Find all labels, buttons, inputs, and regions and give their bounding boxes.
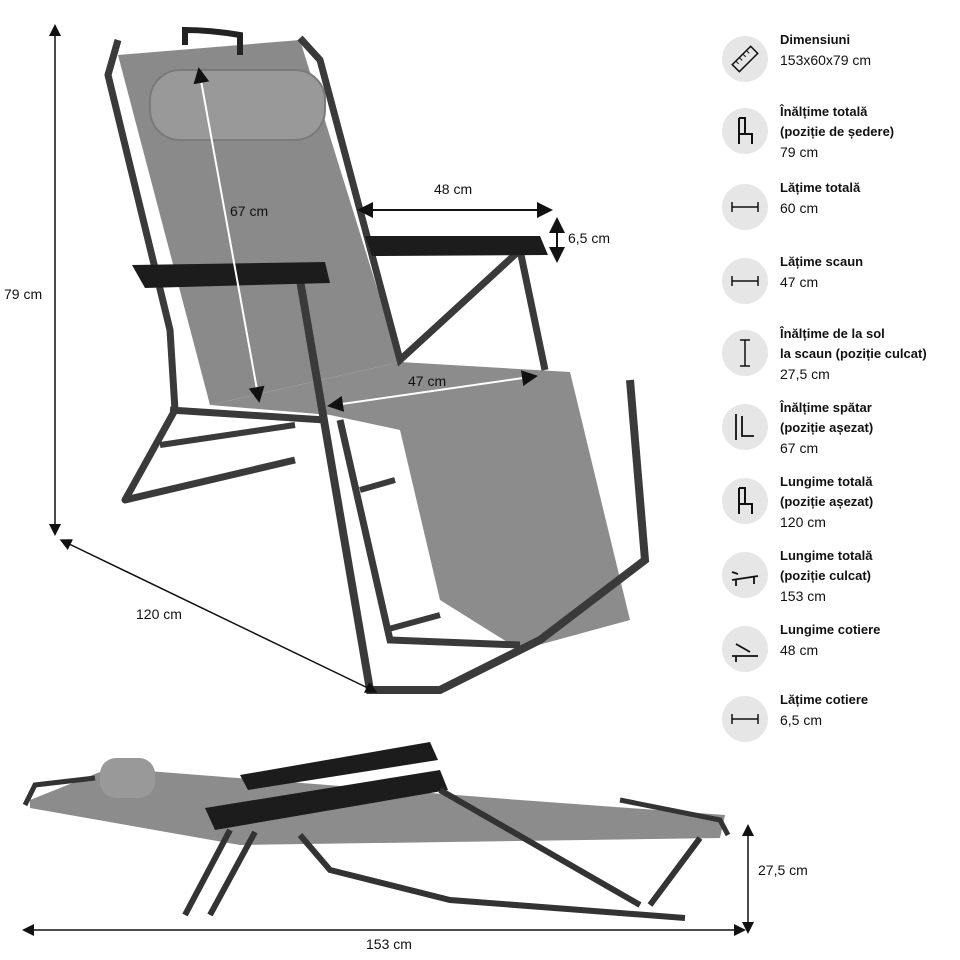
spec-title: Înălțime spătar (poziție așezat) xyxy=(780,400,874,435)
spec-value: 48 cm xyxy=(780,642,819,658)
spec-value: 6,5 cm xyxy=(780,712,823,728)
spec-item: Înălțime de la sol la scaun (poziție cul… xyxy=(722,326,958,390)
headrest-pillow xyxy=(149,69,326,141)
spec-value: 79 cm xyxy=(780,144,819,160)
spec-title: Înălțime de la sol la scaun (poziție cul… xyxy=(780,326,927,361)
dim-lounge-height: 27,5 cm xyxy=(758,862,808,878)
spec-value: 27,5 cm xyxy=(780,366,830,382)
ruler-icon xyxy=(722,36,768,82)
spec-title: Lățime totală xyxy=(780,180,861,195)
spec-title: Lungime totală (poziție așezat) xyxy=(780,474,874,509)
lounger-legs xyxy=(182,787,703,921)
spec-item: Lungime cotiere 48 cm xyxy=(722,622,958,686)
spec-item: Dimensiuni 153x60x79 cm xyxy=(722,32,958,96)
lounger-armrest-1 xyxy=(240,742,438,790)
spec-title: Lățime cotiere xyxy=(780,692,869,707)
spec-item: Lungime totală (poziție culcat) 153 cm xyxy=(722,548,958,612)
spec-value: 67 cm xyxy=(780,440,819,456)
spec-value: 47 cm xyxy=(780,274,819,290)
spec-title: Lungime totală (poziție culcat) xyxy=(780,548,873,583)
spec-value: 120 cm xyxy=(780,514,826,530)
spec-item: Înălțime spătar (poziție așezat) 67 cm xyxy=(722,400,958,464)
seat-width-icon xyxy=(722,258,768,304)
chair-length-icon xyxy=(722,478,768,524)
chair-reclined-illustration xyxy=(22,742,754,936)
width-icon xyxy=(722,184,768,230)
lounger-fabric xyxy=(30,768,725,845)
spec-item: Lățime cotiere 6,5 cm xyxy=(722,692,958,756)
lounge-length-icon xyxy=(722,552,768,598)
chair-height-icon xyxy=(722,108,768,154)
armrest-width-icon xyxy=(722,696,768,742)
dim-seat-width: 47 cm xyxy=(408,373,447,389)
dim-length-diag: 120 cm xyxy=(136,606,182,622)
lounger-armrest-2 xyxy=(205,770,448,830)
seat-fabric xyxy=(210,362,630,650)
spec-item: Lățime totală 60 cm xyxy=(722,180,958,244)
dim-lounge-length: 153 cm xyxy=(366,936,412,952)
spec-value: 60 cm xyxy=(780,200,819,216)
spec-title: Dimensiuni xyxy=(780,32,851,47)
spec-title: Înălțime totală (poziție de ședere) xyxy=(780,104,895,139)
spec-value: 153 cm xyxy=(780,588,826,604)
armrest-back xyxy=(365,236,548,256)
spec-item: Înălțime totală (poziție de ședere) 79 cm xyxy=(722,104,958,168)
dim-backrest: 67 cm xyxy=(230,203,269,219)
spec-value: 153x60x79 cm xyxy=(780,52,872,68)
dim-height-total: 79 cm xyxy=(4,286,43,302)
spec-title: Lungime cotiere xyxy=(780,622,881,637)
armrest-length-icon xyxy=(722,626,768,672)
frame-right xyxy=(297,35,549,371)
backrest-icon xyxy=(722,404,768,450)
spec-item: Lungime totală (poziție așezat) 120 cm xyxy=(722,474,958,538)
spec-title: Lățime scaun xyxy=(780,254,864,269)
dim-armrest-length: 48 cm xyxy=(434,181,473,197)
frame-left xyxy=(104,39,326,504)
spec-item: Lățime scaun 47 cm xyxy=(722,254,958,318)
dim-armrest-width: 6,5 cm xyxy=(568,230,611,246)
seat-height-icon xyxy=(722,330,768,376)
